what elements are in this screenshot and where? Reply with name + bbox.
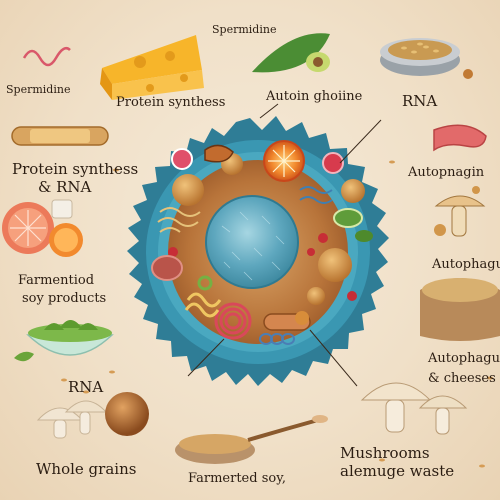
greens-bowl-icon (26, 320, 114, 356)
cheese-icon (100, 35, 204, 100)
nucleus (205, 195, 299, 289)
mushroom-icon (434, 186, 486, 237)
label-protein-synthesis-rna-line2: & RNA (38, 178, 92, 196)
mushroom-icon (36, 400, 108, 439)
nucleus-texture (221, 211, 285, 281)
label-autophagy-cheeses-line2: & cheeses (428, 371, 496, 386)
capsule-icon (11, 126, 109, 146)
orange-segments (268, 145, 300, 177)
globule-organelle (172, 174, 204, 206)
scattered-seeds (61, 160, 493, 468)
label-fermented-soy-line1: Farmentiod (18, 273, 95, 288)
squiggle-icon (22, 47, 71, 67)
label-protein-synthesis-rna-line1: Protein synthess (12, 160, 139, 178)
citrus-icon (2, 199, 83, 257)
er-folds-organelle (299, 186, 333, 204)
green-organelle (355, 230, 373, 242)
coil-organelle (259, 333, 295, 345)
label-spermidine-left: Spermidine (6, 83, 71, 96)
label-autophagy-right-2: Autophagu (432, 257, 500, 272)
red-ribosome-organelle (307, 248, 315, 256)
noodle-organelle (184, 292, 222, 318)
spiral-ribbon-organelle (214, 302, 252, 340)
label-whole-grains: Whole grains (36, 460, 137, 478)
er-folds-organelle (157, 207, 201, 233)
label-rna-top: RNA (402, 92, 438, 110)
whole-grains-bowl-icon (175, 415, 328, 464)
meat-slice-organelle (151, 255, 183, 281)
grain-bead-icon (463, 69, 473, 79)
label-protein-synthesis-top: Protein synthess (116, 95, 226, 110)
green-organelle (333, 208, 363, 228)
red-ribosome-organelle (347, 291, 357, 301)
avocado-icon (252, 33, 330, 73)
globule-organelle (307, 287, 325, 305)
red-ribosome-organelle (318, 233, 328, 243)
red-ribosome-organelle (168, 247, 178, 257)
hazelnut-icon (105, 392, 149, 436)
grain-sack-icon (420, 278, 500, 341)
label-mushrooms-line1: Mushrooms (340, 444, 430, 462)
label-mushrooms-line2: alemuge waste (340, 462, 455, 480)
red-vesicle-organelle (322, 152, 344, 174)
grain-bowl-icon (380, 38, 460, 76)
label-spermidine-top: Spermidine (212, 23, 277, 36)
red-vesicle-organelle (171, 148, 193, 170)
ribbon-icon (433, 124, 487, 152)
label-autophagy-cheeses-line1: Autophagu (428, 351, 500, 366)
label-autophagy-right-1: Autopnagin (408, 165, 485, 180)
label-rna-left: RNA (68, 378, 104, 396)
leaf-icon (14, 351, 34, 362)
globule-organelle (318, 248, 352, 282)
cell (127, 116, 389, 386)
mushroom-icon (360, 382, 468, 435)
label-fermented-soy-bottom: Farmerted soy, (188, 471, 286, 486)
leader-lines (187, 103, 382, 387)
green-ring-organelle (197, 275, 213, 291)
mitochondrion-organelle (204, 144, 234, 163)
globule-organelle (341, 179, 365, 203)
label-autoin-ghoiine: Autoin ghoiine (266, 89, 363, 104)
label-fermented-soy-line2: soy products (22, 291, 107, 306)
globule-organelle (295, 311, 309, 325)
